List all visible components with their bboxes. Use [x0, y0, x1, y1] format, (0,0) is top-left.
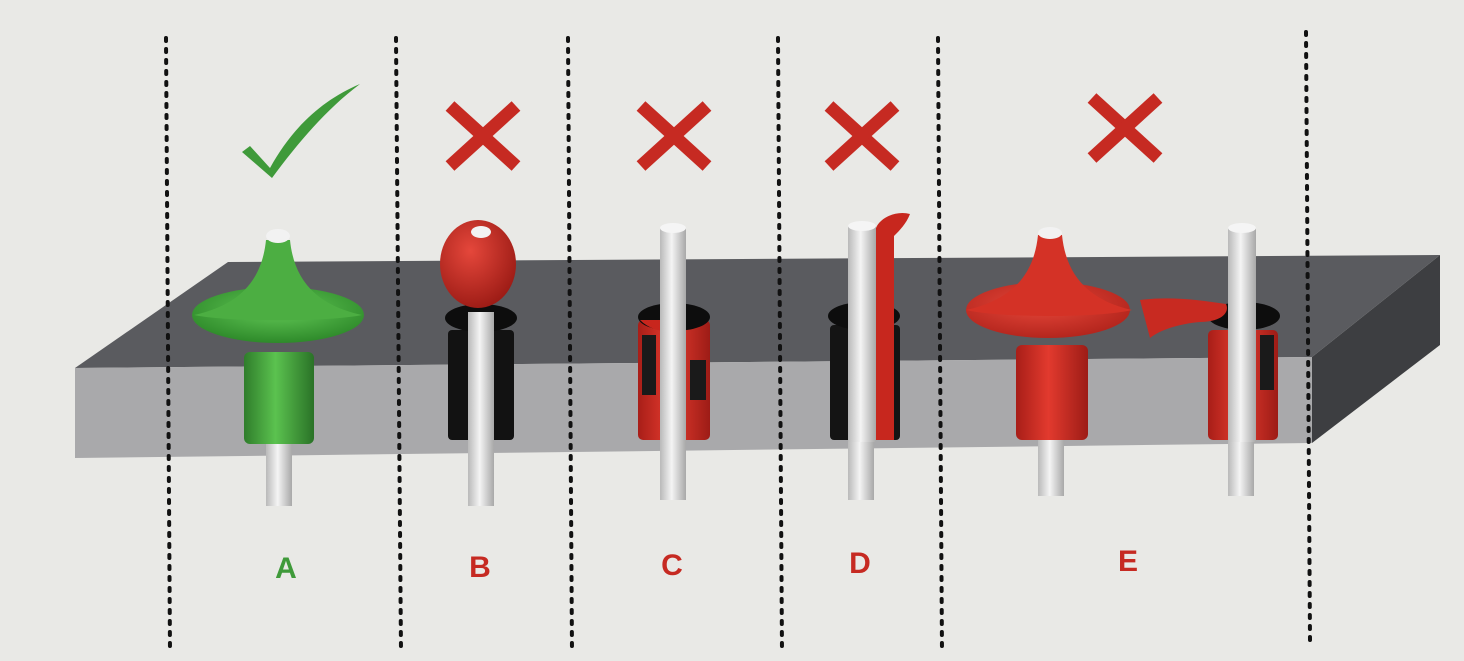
board-top-face [75, 255, 1440, 368]
board-side-face [1312, 255, 1440, 443]
barrel-fill [244, 352, 314, 444]
pin-tip-right [1228, 223, 1256, 233]
pin-tip [848, 221, 876, 231]
solder-fillet-cone [194, 240, 362, 321]
divider-line [1304, 30, 1312, 642]
joint-d [828, 212, 910, 500]
x-mark-icon [445, 101, 521, 171]
pin-lead-left [1038, 440, 1064, 496]
divider-line [936, 36, 944, 654]
label-c: C [661, 549, 683, 582]
void-right-barrel [1260, 335, 1274, 390]
x-mark-icon [636, 101, 712, 171]
void-right [690, 360, 706, 400]
check-mark-icon [242, 84, 360, 178]
pin-tip [266, 229, 290, 243]
solder-fillet-cone [966, 235, 1132, 316]
solder-wick [876, 212, 910, 440]
column-labels: A B C D E [275, 545, 1138, 585]
label-b: B [469, 551, 491, 584]
pin-tip [471, 226, 491, 238]
solder-ball [440, 220, 516, 308]
pin-lead-right [1228, 440, 1254, 496]
verdict-marks [242, 84, 1163, 178]
divider-line [394, 36, 403, 654]
joint-e [966, 223, 1280, 496]
joint-a [192, 229, 364, 506]
pin-lead [660, 440, 686, 500]
x-mark-icon [824, 101, 900, 171]
solder-bridge [1140, 298, 1227, 338]
barrel-fill-left [1016, 345, 1088, 440]
label-d: D [849, 547, 871, 580]
void-left [642, 335, 656, 395]
pin-body [660, 228, 686, 442]
pin-lead [468, 440, 494, 506]
joint-c [638, 223, 710, 500]
label-a: A [275, 552, 297, 585]
label-e: E [1118, 545, 1138, 578]
circuit-board [75, 255, 1440, 458]
column-dividers [164, 30, 1312, 654]
x-mark-icon [1087, 93, 1163, 163]
pin-tip-left [1038, 227, 1062, 239]
divider-line [566, 36, 574, 654]
pin-body [468, 312, 494, 442]
pin-lead [848, 440, 874, 500]
pin-tip [660, 223, 686, 233]
divider-line [776, 36, 784, 654]
pin-body-right [1228, 228, 1256, 442]
joint-b [440, 220, 517, 506]
pin-lead [266, 440, 292, 506]
divider-line [164, 36, 172, 654]
pin-body [848, 226, 876, 442]
